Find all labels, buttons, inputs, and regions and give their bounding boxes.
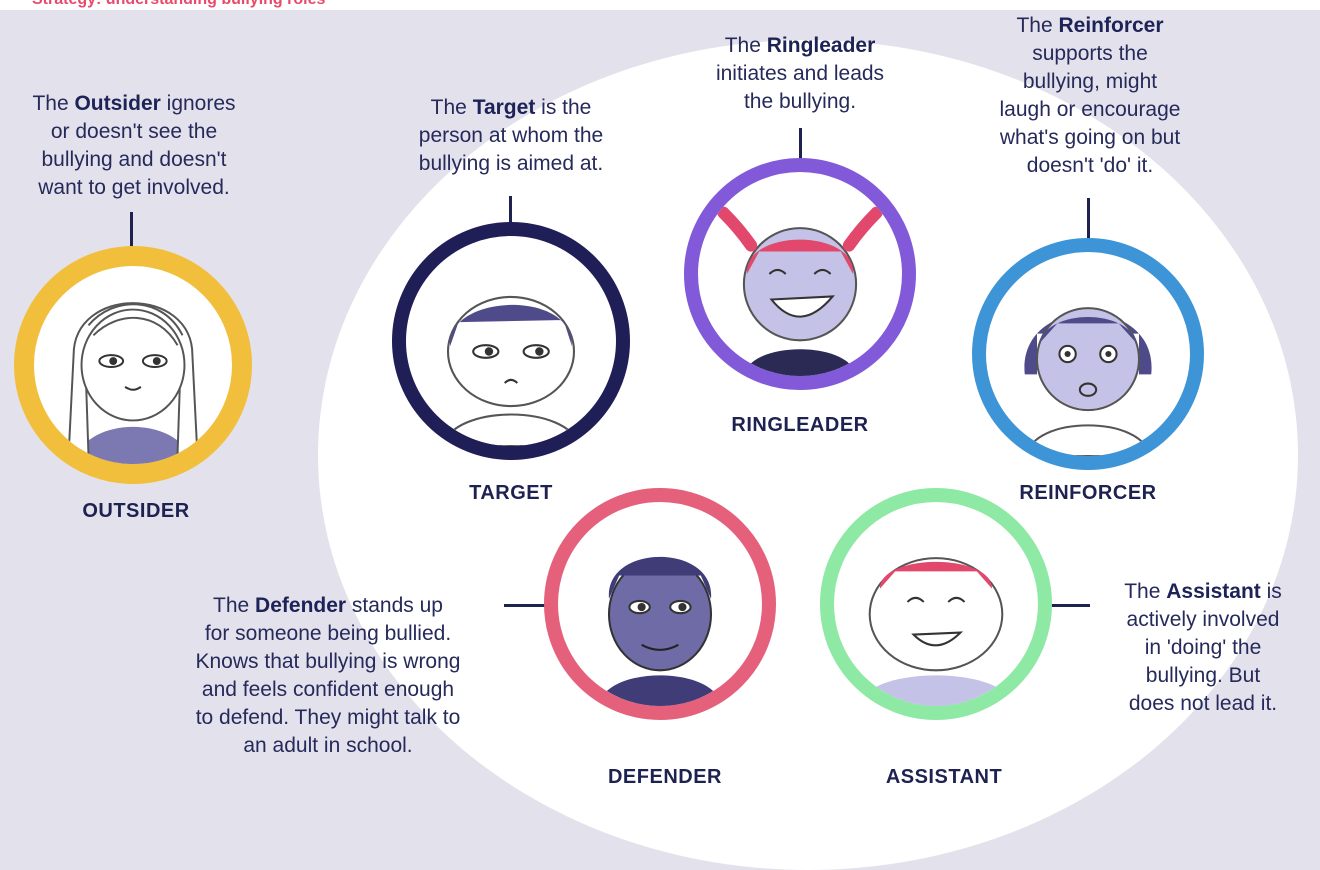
- reinforcer-face-icon: [1024, 307, 1152, 456]
- defender-label: DEFENDER: [607, 766, 722, 788]
- defender-connector: [504, 604, 550, 607]
- target-avatar: [392, 222, 630, 460]
- outsider-avatar: [14, 246, 252, 484]
- cropped-heading: Strategy: understanding bullying roles: [32, 0, 325, 9]
- reinforcer-label: REINFORCER: [1019, 482, 1157, 504]
- target-label: TARGET: [469, 482, 553, 504]
- target-connector: [509, 196, 512, 230]
- assistant-face-icon: [859, 557, 1013, 706]
- ringleader-description: The Ringleader initiates and leads the b…: [715, 34, 885, 113]
- reinforcer-description: The Reinforcer supports the bullying, mi…: [999, 14, 1181, 177]
- top-strip: Strategy: understanding bullying roles: [0, 0, 1320, 10]
- target-face-icon: [441, 295, 581, 446]
- outsider-connector: [130, 212, 133, 260]
- target-description: The Target is the person at whom the bul…: [418, 96, 604, 175]
- outsider-face-icon: [67, 302, 199, 464]
- assistant-avatar: [820, 488, 1052, 720]
- outsider-description: The Outsider ignores or doesn't see the …: [32, 92, 236, 199]
- ringleader-avatar: [684, 158, 916, 390]
- ringleader-connector: [799, 128, 802, 162]
- ringleader-label: RINGLEADER: [731, 414, 869, 436]
- assistant-connector: [1044, 604, 1090, 607]
- ringleader-face-icon: [717, 206, 883, 376]
- reinforcer-connector: [1087, 198, 1090, 244]
- assistant-description: The Assistant is actively involved in 'd…: [1124, 580, 1282, 715]
- outsider-label: OUTSIDER: [82, 500, 190, 522]
- defender-avatar: [544, 488, 776, 720]
- defender-face-icon: [598, 556, 722, 706]
- reinforcer-avatar: [972, 238, 1204, 470]
- assistant-label: ASSISTANT: [885, 766, 1003, 788]
- defender-description: The Defender stands up for someone being…: [195, 594, 461, 757]
